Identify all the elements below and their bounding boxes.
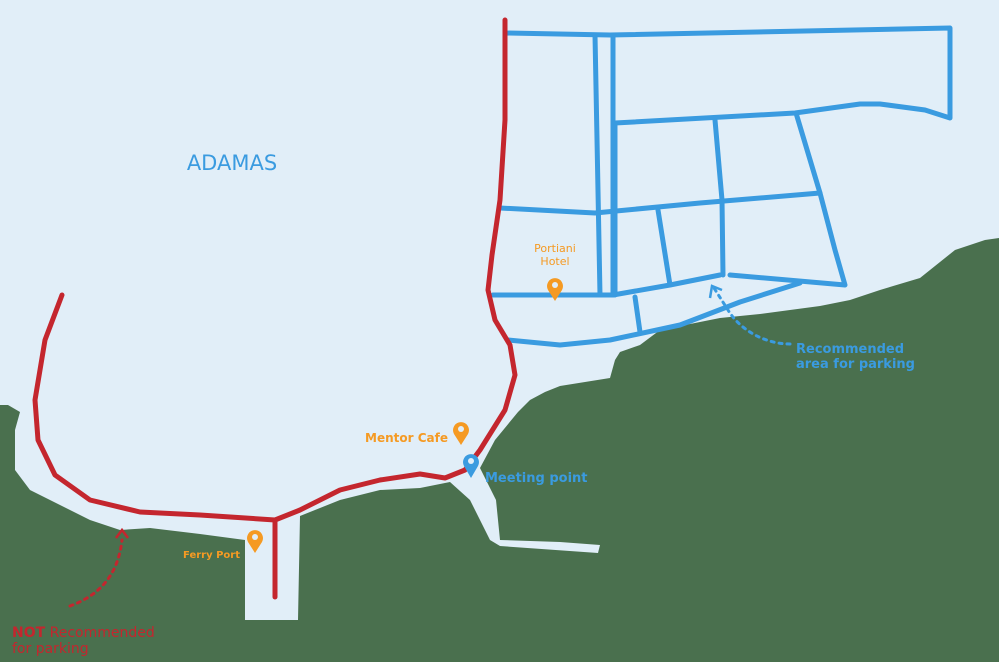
arrowhead-icon [708, 284, 723, 299]
land [0, 0, 999, 620]
poi-ferry-port[interactable]: Ferry Port [183, 530, 263, 561]
recommended-label-line1: Recommended [796, 342, 904, 357]
meeting-point-label: Meeting point [485, 471, 588, 486]
location-pin-icon [453, 422, 469, 445]
not-recommended-label-line1: NOT Recommended [12, 625, 155, 641]
main-road [32, 17, 518, 600]
location-pin-icon [547, 278, 563, 301]
poi-portiani-hotel[interactable]: Portiani Hotel [534, 242, 576, 301]
not-recommended-parking-annotation: NOT Recommended for parking [12, 527, 155, 657]
poi-mentor-cafe[interactable]: Mentor Cafe [365, 422, 469, 445]
arrowhead-icon [115, 527, 129, 539]
town-label: ADAMAS [187, 151, 277, 175]
recommended-parking-annotation: Recommended area for parking [708, 284, 915, 372]
dotted-arrow [68, 538, 124, 608]
poi-label-line2: Hotel [540, 255, 569, 268]
poi-label: Ferry Port [183, 550, 240, 561]
poi-label-line1: Portiani [534, 242, 576, 255]
not-recommended-label-line2: for parking [12, 641, 89, 657]
poi-label: Mentor Cafe [365, 431, 448, 445]
location-pin-icon [463, 454, 479, 478]
dotted-arrow [712, 286, 792, 346]
location-pin-icon [247, 530, 263, 553]
meeting-point[interactable]: Meeting point [463, 454, 588, 486]
recommended-label-line2: area for parking [796, 357, 915, 372]
